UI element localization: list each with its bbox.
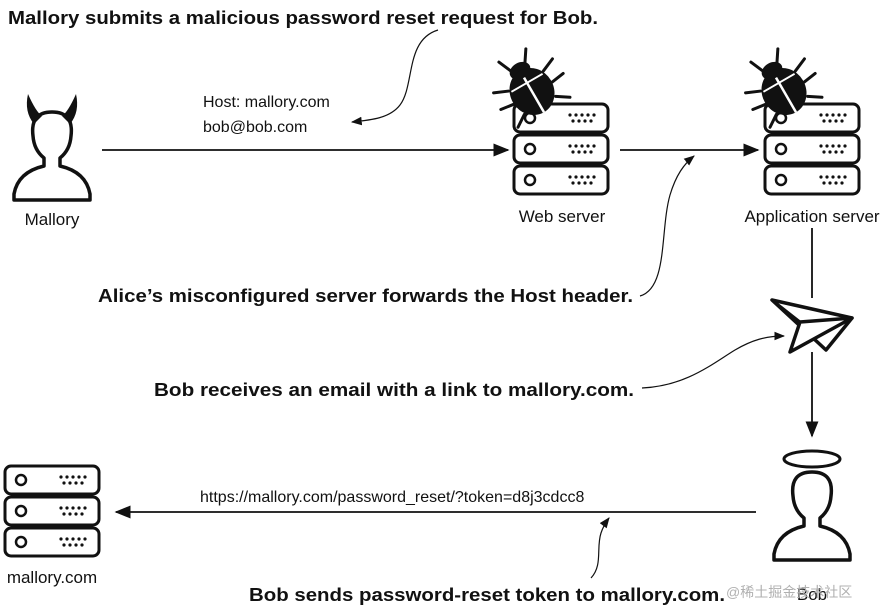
callout-step1 <box>350 29 439 126</box>
callout-step3 <box>641 331 786 389</box>
bob-halo-icon <box>782 449 842 469</box>
request-email-text: bob@bob.com <box>203 119 307 136</box>
caption-step1: Mallory submits a malicious password res… <box>8 8 598 28</box>
app-server-label: Application server <box>744 207 879 226</box>
app-server-icon <box>763 102 861 196</box>
mallory-label: Mallory <box>25 210 80 229</box>
reset-url-text: https://mallory.com/password_reset/?toke… <box>200 489 584 506</box>
request-host-text: Host: mallory.com <box>203 94 330 111</box>
mallory-server-icon <box>3 464 101 558</box>
caption-step4: Bob sends password-reset token to mallor… <box>249 585 725 605</box>
callout-step4 <box>590 517 610 579</box>
bob-avatar <box>772 470 852 562</box>
caption-step2: Alice’s misconfigured server forwards th… <box>98 286 633 306</box>
paper-plane-icon <box>770 298 854 354</box>
mallory-avatar <box>12 94 92 202</box>
callout-step2 <box>639 155 695 297</box>
web-server-icon <box>512 102 610 196</box>
caption-step3: Bob receives an email with a link to mal… <box>154 380 634 400</box>
watermark: @稀土掘金技术社区 <box>726 584 852 600</box>
bob-label: Bob <box>797 585 827 604</box>
web-server-label: Web server <box>519 207 606 226</box>
mallory-server-label: mallory.com <box>7 568 97 587</box>
